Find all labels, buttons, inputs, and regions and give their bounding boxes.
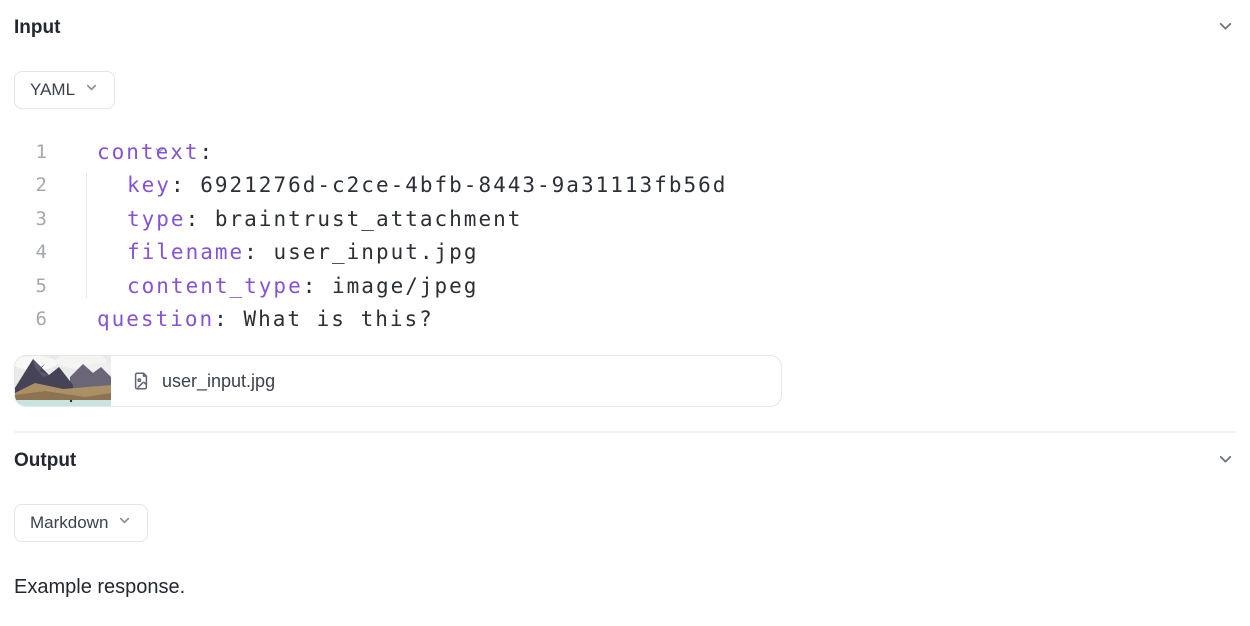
code-line: 1 context: <box>14 135 1236 169</box>
code-line: 3 type: braintrust_attachment <box>14 202 1236 236</box>
chevron-down-icon <box>1217 18 1234 38</box>
output-response-text: Example response. <box>14 576 186 598</box>
input-section: Input YAML 1 context: 2 key: 6921276 <box>14 0 1236 407</box>
code-line: 6 question: What is this? <box>14 303 1236 337</box>
output-section-title: Output <box>14 450 77 471</box>
output-section: Output Markdown Example response. <box>14 433 1236 601</box>
indent-guide <box>86 173 87 298</box>
yaml-code-viewer: 1 context: 2 key: 6921276d-c2ce-4bfb-844… <box>14 135 1236 336</box>
output-format-label: Markdown <box>30 513 109 532</box>
line-number: 5 <box>35 274 47 297</box>
line-number: 3 <box>35 207 47 230</box>
input-format-dropdown[interactable]: YAML <box>14 71 116 109</box>
line-number: 4 <box>35 241 47 264</box>
input-collapse-button[interactable] <box>1215 16 1236 40</box>
code-content: filename: user_input.jpg <box>127 240 479 265</box>
line-number: 6 <box>35 308 47 331</box>
input-section-title: Input <box>14 17 61 38</box>
code-content: question: What is this? <box>97 307 434 332</box>
chevron-down-icon <box>84 80 99 100</box>
output-collapse-button[interactable] <box>1215 449 1236 473</box>
code-content: context: <box>97 139 215 164</box>
attachment-row: user_input.jpg <box>14 355 1236 407</box>
attachment-card[interactable]: user_input.jpg <box>14 355 782 407</box>
attachment-filename: user_input.jpg <box>162 370 276 391</box>
input-section-header: Input <box>14 0 1236 41</box>
code-content: type: braintrust_attachment <box>127 206 523 231</box>
attachment-thumbnail[interactable] <box>15 355 111 407</box>
line-number: 2 <box>35 174 47 197</box>
code-line: 5 content_type: image/jpeg <box>14 269 1236 303</box>
line-number: 1 <box>35 140 47 163</box>
chevron-down-icon <box>47 123 166 180</box>
code-content: content_type: image/jpeg <box>127 273 479 298</box>
output-section-header: Output <box>14 433 1236 474</box>
chevron-down-icon <box>117 513 132 533</box>
attachment-file-label: user_input.jpg <box>111 371 275 392</box>
code-content: key: 6921276d-c2ce-4bfb-8443-9a31113fb56… <box>127 173 728 198</box>
file-image-icon <box>131 371 151 391</box>
output-format-dropdown[interactable]: Markdown <box>14 504 149 542</box>
chevron-down-icon <box>1217 451 1234 471</box>
section-divider <box>14 431 1236 433</box>
fold-toggle[interactable] <box>47 123 164 180</box>
code-line: 2 key: 6921276d-c2ce-4bfb-8443-9a31113fb… <box>14 169 1236 203</box>
input-format-label: YAML <box>30 80 76 99</box>
code-line: 4 filename: user_input.jpg <box>14 236 1236 270</box>
